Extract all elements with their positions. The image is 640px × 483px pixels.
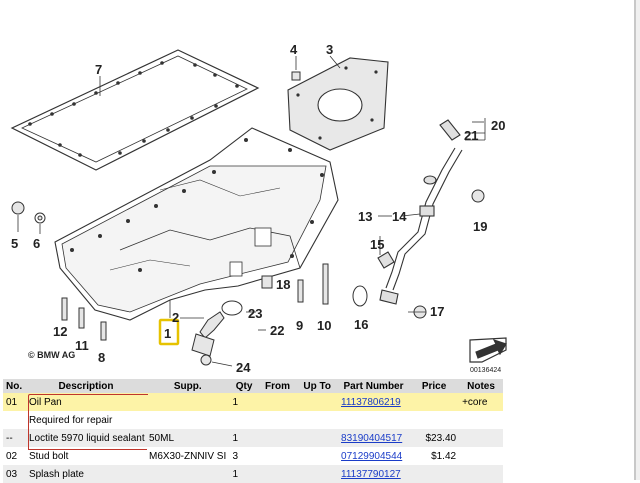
table-row[interactable]: 01 Oil Pan 1 11137806219 +core <box>3 393 503 411</box>
cell-notes <box>459 465 503 483</box>
cell-description: Loctite 5970 liquid sealant <box>25 429 146 447</box>
cell-price: $23.40 <box>409 429 460 447</box>
cell-supp: M6X30-ZNNIV SI <box>145 447 230 465</box>
header-supp: Supp. <box>145 379 230 393</box>
callout-5[interactable]: 5 <box>11 236 18 251</box>
callout-20[interactable]: 20 <box>491 118 505 133</box>
cell-upto <box>296 429 339 447</box>
header-qty: Qty <box>229 379 259 393</box>
table-header-row: No. Description Supp. Qty From Up To Par… <box>3 379 503 393</box>
callout-2[interactable]: 2 <box>172 310 179 325</box>
cell-notes <box>459 429 503 447</box>
header-from: From <box>258 379 297 393</box>
callout-8[interactable]: 8 <box>98 350 105 365</box>
callout-4[interactable]: 4 <box>290 42 298 57</box>
part-number-link[interactable]: 11137806219 <box>341 396 401 408</box>
gasket-drawing <box>10 49 260 171</box>
header-description: Description <box>25 379 146 393</box>
cell-qty: 1 <box>229 393 259 411</box>
callout-21[interactable]: 21 <box>464 128 478 143</box>
callout-leader-lines <box>17 55 486 367</box>
cell-qty: 1 <box>229 429 259 447</box>
cell-qty <box>229 411 259 429</box>
cell-price <box>409 465 460 483</box>
callout-18[interactable]: 18 <box>276 277 290 292</box>
cell-no <box>3 411 26 429</box>
header-upto: Up To <box>296 379 339 393</box>
cell-from <box>258 447 297 465</box>
part-number-link[interactable]: 11137790127 <box>341 468 401 480</box>
cell-description: Required for repair <box>25 411 146 429</box>
header-no: No. <box>3 379 26 393</box>
cell-from <box>258 429 297 447</box>
cell-upto <box>296 465 339 483</box>
small-parts-drawing <box>11 71 485 366</box>
part-number-link[interactable]: 83190404517 <box>341 432 403 444</box>
cell-description: Stud bolt <box>25 447 146 465</box>
window-edge <box>636 0 640 480</box>
parts-table: No. Description Supp. Qty From Up To Par… <box>3 379 503 483</box>
cell-supp <box>145 411 230 429</box>
cell-notes <box>459 447 503 465</box>
callout-10[interactable]: 10 <box>317 318 331 333</box>
cell-no: 03 <box>3 465 26 483</box>
cell-upto <box>296 393 339 411</box>
splash-plate-drawing <box>287 57 389 151</box>
cell-from <box>258 411 297 429</box>
copyright-label: © BMW AG <box>28 350 75 360</box>
cell-price <box>409 393 460 411</box>
cell-no: 01 <box>3 393 26 411</box>
selected-callout-highlight <box>158 318 180 346</box>
callout-17[interactable]: 17 <box>430 304 444 319</box>
cell-qty: 3 <box>229 447 259 465</box>
cell-no: -- <box>3 429 26 447</box>
callout-11[interactable]: 11 <box>75 338 89 353</box>
callout-1[interactable]: 1 <box>164 326 171 341</box>
cell-price: $1.42 <box>409 447 460 465</box>
callout-23[interactable]: 23 <box>248 306 262 321</box>
callout-24[interactable]: 24 <box>236 360 251 375</box>
cell-from <box>258 393 297 411</box>
callout-16[interactable]: 16 <box>354 317 368 332</box>
diagram-arrow-icon <box>469 337 507 363</box>
cell-supp <box>145 465 230 483</box>
part-number-link[interactable]: 07129904544 <box>341 450 403 462</box>
cell-notes: +core <box>459 393 503 411</box>
cell-description: Splash plate <box>25 465 146 483</box>
callout-labels[interactable]: 1 2 3 4 5 6 7 8 9 10 11 12 13 14 15 16 1… <box>11 42 505 375</box>
callout-13[interactable]: 13 <box>358 209 372 224</box>
dipstick-tube-drawing <box>377 119 463 305</box>
cell-description: Oil Pan <box>25 393 146 411</box>
callout-12[interactable]: 12 <box>53 324 67 339</box>
cell-upto <box>296 447 339 465</box>
cell-from <box>258 465 297 483</box>
header-price: Price <box>409 379 460 393</box>
cell-supp: 50ML <box>145 429 230 447</box>
cell-price <box>409 411 460 429</box>
callout-6[interactable]: 6 <box>33 236 40 251</box>
oil-pan-drawing <box>54 127 339 321</box>
cell-upto <box>296 411 339 429</box>
cell-part-number <box>338 411 409 429</box>
callout-9[interactable]: 9 <box>296 318 303 333</box>
exploded-parts-diagram: 1 2 3 4 5 6 7 8 9 10 11 12 13 14 15 16 1… <box>10 42 507 375</box>
callout-15[interactable]: 15 <box>370 237 384 252</box>
table-row: Required for repair <box>3 411 503 429</box>
callout-7[interactable]: 7 <box>95 62 102 77</box>
table-row[interactable]: 02 Stud bolt M6X30-ZNNIV SI 3 0712990454… <box>3 447 503 465</box>
callout-19[interactable]: 19 <box>473 219 487 234</box>
table-row[interactable]: -- Loctite 5970 liquid sealant 50ML 1 83… <box>3 429 503 447</box>
cell-supp <box>145 393 230 411</box>
callout-22[interactable]: 22 <box>270 323 284 338</box>
callout-14[interactable]: 14 <box>392 209 407 224</box>
header-notes: Notes <box>459 379 503 393</box>
diagram-image-id: 00136424 <box>470 367 501 374</box>
callout-3[interactable]: 3 <box>326 42 333 57</box>
cell-qty: 1 <box>229 465 259 483</box>
cell-no: 02 <box>3 447 26 465</box>
header-part-number: Part Number <box>338 379 409 393</box>
table-row[interactable]: 03 Splash plate 1 11137790127 <box>3 465 503 483</box>
cell-notes <box>459 411 503 429</box>
